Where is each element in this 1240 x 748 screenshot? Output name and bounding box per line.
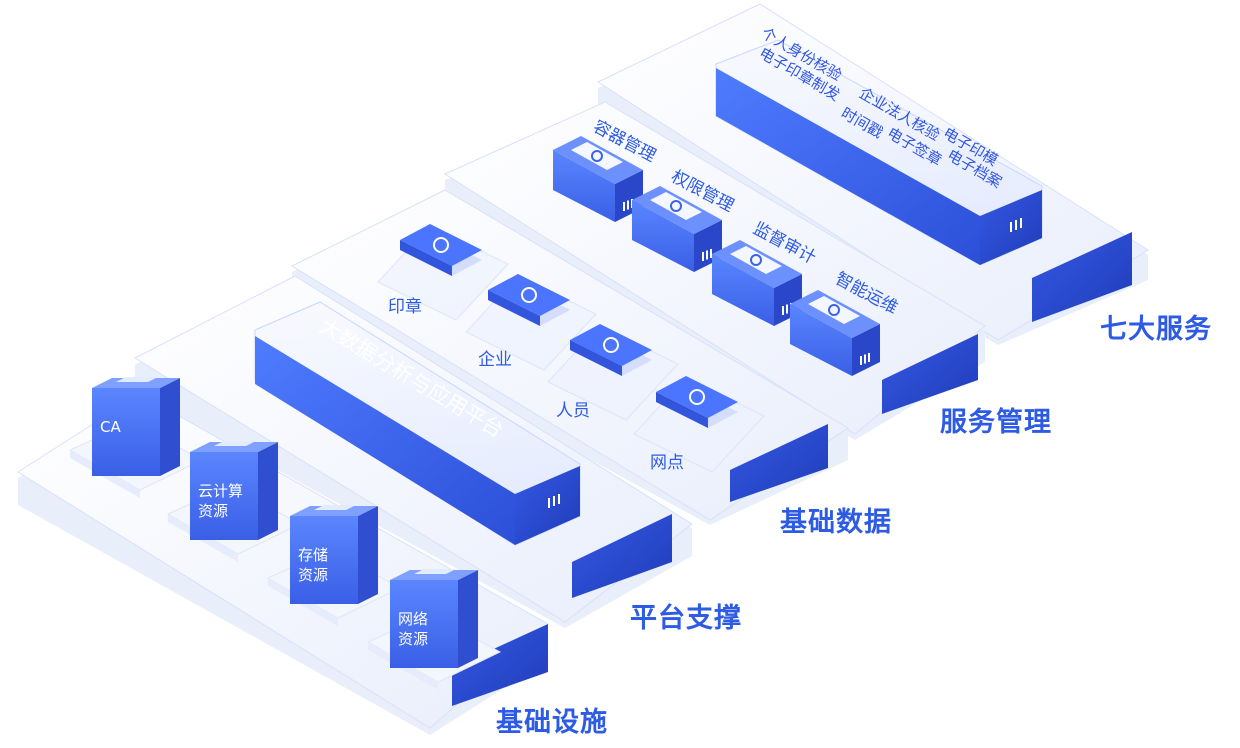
data-label: 网点	[650, 453, 684, 473]
layer-label-services: 七大服务	[1100, 314, 1212, 345]
infrastructure-label: 资源	[398, 630, 428, 648]
layer-label-management: 服务管理	[940, 407, 1052, 438]
data-label: 企业	[478, 350, 512, 370]
infrastructure-label: 云计算	[198, 482, 243, 500]
data-label: 人员	[556, 401, 590, 421]
infrastructure-label: 资源	[298, 566, 328, 584]
data-label: 印章	[388, 297, 422, 317]
ops-icon	[828, 304, 840, 316]
data-cube: 人员	[547, 324, 679, 421]
enterprise-icon	[521, 287, 537, 303]
infrastructure-cube: CA	[68, 377, 204, 498]
infrastructure-label: CA	[100, 418, 121, 436]
layer-label-infrastructure: 基础设施	[496, 707, 608, 738]
layer-label-data: 基础数据	[780, 507, 892, 538]
data-cube: 印章	[377, 224, 509, 321]
layer-services	[596, 3, 1149, 345]
infrastructure-label: 存储	[298, 546, 328, 564]
permission-icon	[670, 200, 682, 212]
infrastructure-label: 网络	[398, 610, 428, 628]
outlet-icon	[689, 389, 705, 405]
data-cube: 企业	[465, 274, 597, 371]
audit-icon	[750, 254, 762, 266]
person-icon	[603, 337, 619, 353]
data-cube: 网点	[633, 376, 765, 473]
layer-label-platform: 平台支撑	[630, 603, 742, 634]
platform-bar	[254, 301, 581, 546]
container-icon	[591, 150, 603, 162]
infrastructure-label: 资源	[198, 502, 228, 520]
service-panel	[715, 39, 1043, 266]
layer-platform	[133, 275, 693, 628]
seal-icon	[433, 237, 449, 253]
